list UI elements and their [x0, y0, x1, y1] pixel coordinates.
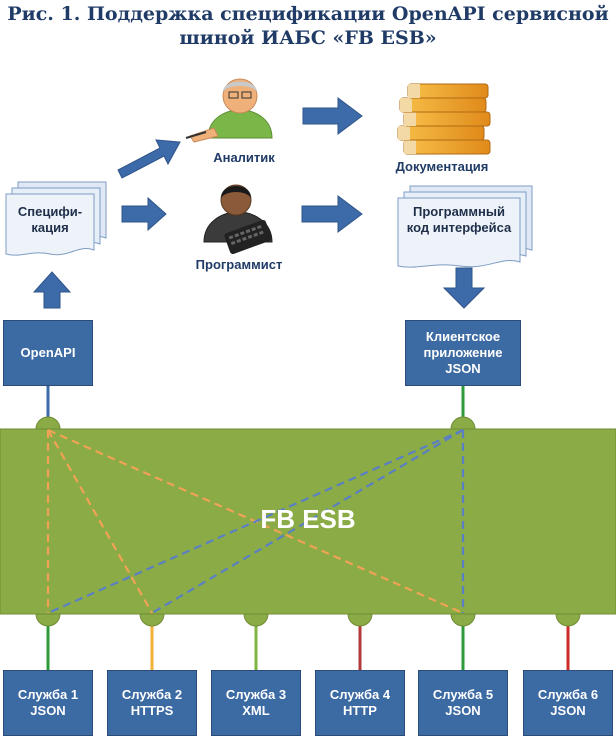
spec-document-stack — [5, 181, 107, 256]
service-6-box: Служба 6 JSON — [523, 670, 613, 736]
documentation-label: Документация — [395, 159, 489, 174]
client-app-line-2: приложение — [423, 345, 503, 360]
service-4-name: Служба 4 — [329, 687, 391, 702]
route-openapi-svc2 — [47, 429, 153, 614]
esb-bus — [0, 428, 616, 615]
service-3-box: Служба 3 XML — [211, 670, 301, 736]
arrow-analyst-to-docs — [302, 97, 363, 135]
programmer-label: Программист — [195, 257, 283, 272]
service-5-name: Служба 5 — [432, 687, 494, 702]
arrow-openapi-to-spec — [32, 271, 72, 309]
service-1-format: JSON — [30, 703, 66, 718]
title-line-1: Рис. 1. Поддержка спецификации OpenAPI с… — [7, 3, 609, 25]
arrow-code-to-client — [442, 267, 486, 309]
service-5-port — [450, 613, 476, 627]
route-client-svc2 — [151, 429, 464, 614]
spec-line-2: кация — [31, 220, 69, 235]
analyst-icon — [185, 78, 273, 143]
service-1-name: Служба 1 — [17, 687, 79, 702]
service-3-format: XML — [242, 703, 270, 718]
service-4-port — [347, 613, 373, 627]
figure-title: Рис. 1. Поддержка спецификации OpenAPI с… — [0, 2, 616, 50]
service-4-format: HTTP — [343, 703, 377, 718]
service-6-port — [555, 613, 581, 627]
title-line-2: шиной ИАБС «FB ESB» — [179, 27, 437, 49]
openapi-label: OpenAPI — [20, 345, 76, 360]
service-4-box: Служба 4 HTTP — [315, 670, 405, 736]
client-app-line-3: JSON — [445, 361, 481, 376]
service-3-port — [243, 613, 269, 627]
arrow-programmer-to-code — [301, 195, 363, 233]
service-2-format: HTTPS — [130, 703, 174, 718]
spec-text: Специфи- кация — [6, 204, 94, 236]
code-line-2: код интерфейса — [406, 220, 512, 235]
service-6-name: Служба 6 — [537, 687, 599, 702]
client-port — [450, 416, 476, 430]
service-6-format: JSON — [550, 703, 586, 718]
openapi-box: OpenAPI — [3, 320, 93, 386]
service-2-name: Служба 2 — [121, 687, 183, 702]
arrow-spec-to-programmer — [121, 196, 167, 232]
arrow-spec-to-analyst — [117, 139, 181, 179]
service-1-box: Служба 1 JSON — [3, 670, 93, 736]
service-1-port — [35, 613, 61, 627]
service-3-name: Служба 3 — [225, 687, 287, 702]
service-2-port — [139, 613, 165, 627]
openapi-port — [35, 416, 61, 430]
route-client-svc1 — [47, 428, 464, 615]
client-app-line-1: Клиентское — [425, 329, 501, 344]
analyst-label: Аналитик — [213, 150, 275, 165]
code-text: Программный код интерфейса — [398, 204, 520, 236]
documentation-books-icon — [397, 83, 491, 155]
code-document-stack — [397, 185, 533, 268]
programmer-icon — [203, 184, 273, 255]
service-5-format: JSON — [445, 703, 481, 718]
service-2-box: Служба 2 HTTPS — [107, 670, 197, 736]
service-5-box: Служба 5 JSON — [418, 670, 508, 736]
esb-label: FB ESB — [260, 504, 356, 534]
client-app-box: Клиентское приложение JSON — [405, 320, 521, 386]
spec-line-1: Специфи- — [17, 204, 83, 219]
code-line-1: Программный — [413, 204, 505, 219]
